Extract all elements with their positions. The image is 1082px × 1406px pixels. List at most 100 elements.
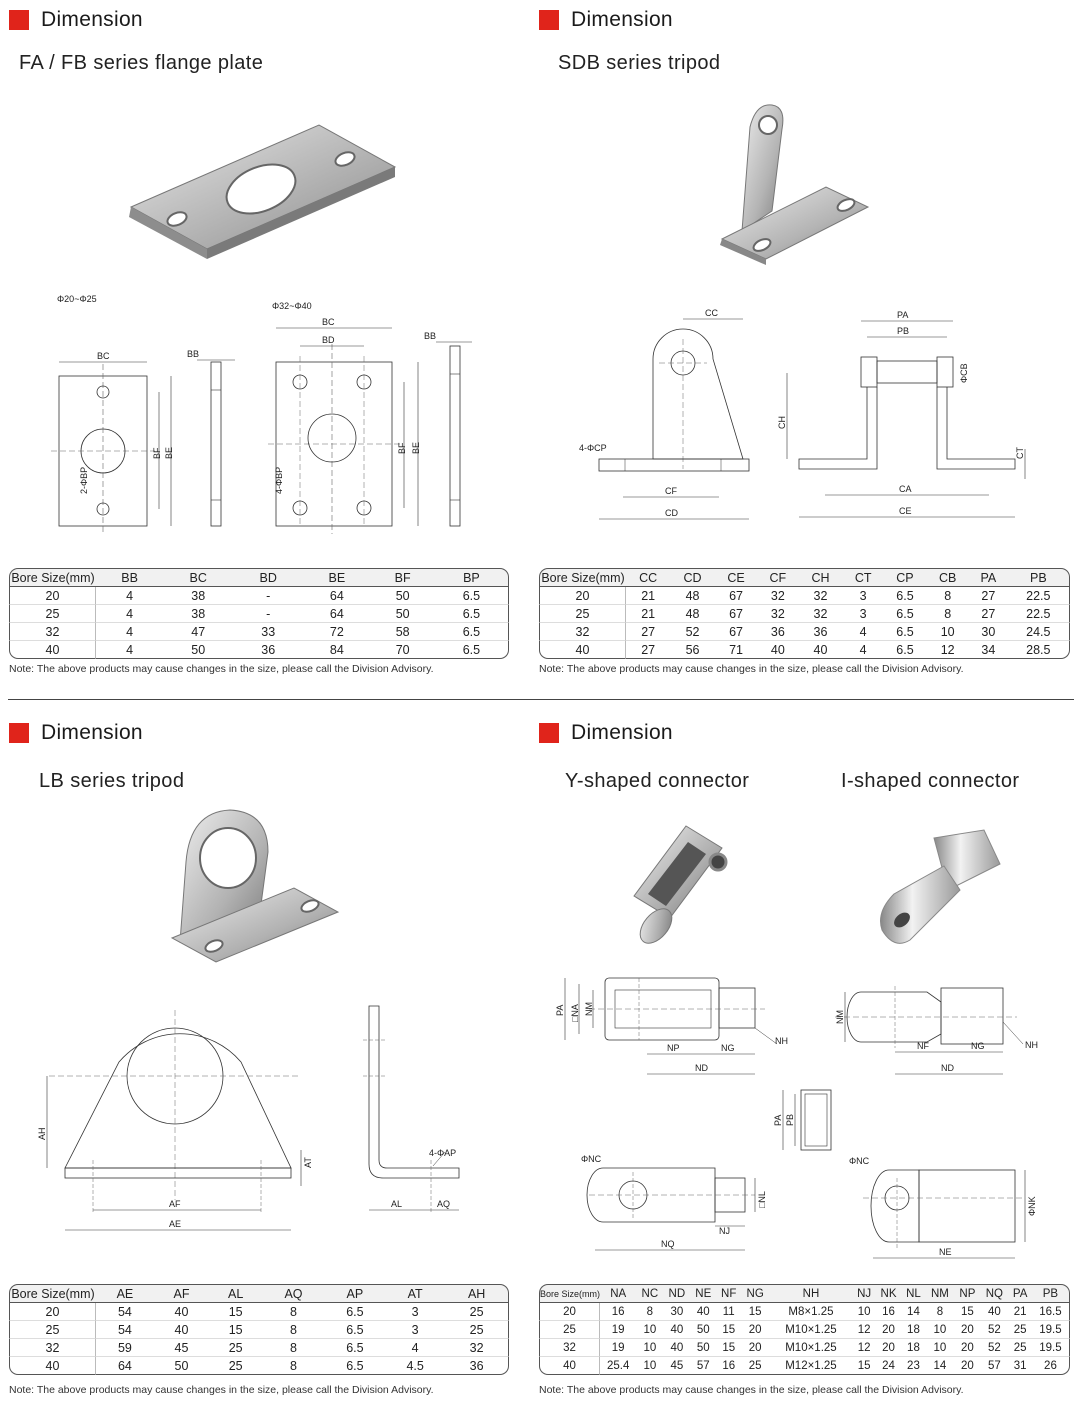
i-connector-drawing-top: NM NF NG NH ND bbox=[835, 986, 1038, 1075]
table-cell: 14 bbox=[901, 1303, 926, 1321]
table-cell: 22.5 bbox=[1007, 587, 1070, 605]
table-cell: 50 bbox=[370, 605, 435, 623]
table-cell: 10 bbox=[925, 1339, 955, 1357]
table-header-cell: NK bbox=[875, 1284, 902, 1303]
dim-label-al: AL bbox=[391, 1199, 402, 1209]
dim-label-ce: CE bbox=[899, 506, 912, 516]
table-cell: 8 bbox=[262, 1339, 325, 1357]
table-cell: 25 bbox=[209, 1339, 263, 1357]
table-cell: 32 bbox=[798, 587, 843, 605]
table-cell: 45 bbox=[153, 1339, 210, 1357]
table-cell: 10 bbox=[852, 1303, 876, 1321]
table-cell: 8 bbox=[262, 1357, 325, 1375]
table-cell: 28.5 bbox=[1007, 641, 1070, 659]
table-cell: 70 bbox=[370, 641, 435, 659]
table-cell: 15 bbox=[716, 1339, 742, 1357]
table-cell: 30 bbox=[969, 623, 1008, 641]
section-sdb-tripod: Dimension SDB series tripod CC 4-ΦCP CF … bbox=[539, 8, 1073, 689]
table-cell: 25 bbox=[9, 605, 96, 623]
table-cell: 52 bbox=[980, 1339, 1009, 1357]
table-header-cell: BP bbox=[434, 568, 509, 587]
dim-label-bf-large: BF bbox=[397, 442, 407, 454]
table-cell: 32 bbox=[798, 605, 843, 623]
table-cell: 20 bbox=[954, 1321, 981, 1339]
lb-tripod-drawing-side: 4-ΦAP AL AQ bbox=[363, 1005, 460, 1212]
dim-label-nm-y: NM bbox=[584, 1002, 594, 1016]
table-cell: 25 bbox=[209, 1357, 263, 1375]
table-cell: 30 bbox=[663, 1303, 691, 1321]
table-cell: 25 bbox=[445, 1321, 509, 1339]
table-cell: 12 bbox=[852, 1321, 876, 1339]
table-cell: 8 bbox=[262, 1321, 325, 1339]
table-cell: 3 bbox=[842, 587, 884, 605]
dim-label-pa-pin: PA bbox=[773, 1115, 783, 1126]
heading-marker bbox=[539, 723, 559, 743]
table-cell: 4 bbox=[842, 641, 884, 659]
table-cell: M10×1.25 bbox=[769, 1321, 853, 1339]
table-header-cell: AP bbox=[324, 1284, 386, 1303]
table-cell: 40 bbox=[663, 1321, 691, 1339]
table-cell: 8 bbox=[262, 1303, 325, 1321]
dim-label-bd: BD bbox=[322, 335, 335, 345]
table-cell: 50 bbox=[153, 1357, 210, 1375]
sdb-tripod-drawing-side: CC 4-ΦCP CF CD bbox=[579, 308, 750, 520]
table-cell: 72 bbox=[303, 623, 371, 641]
table-header-cell: AL bbox=[209, 1284, 263, 1303]
table-cell: 4 bbox=[385, 1339, 446, 1357]
table-cell: 6.5 bbox=[883, 587, 927, 605]
table-cell: 40 bbox=[539, 1357, 601, 1375]
table-cell: 48 bbox=[670, 587, 715, 605]
dim-label-bc: BC bbox=[97, 351, 110, 361]
table-header-cell: AF bbox=[153, 1284, 210, 1303]
table-header-cell: BD bbox=[233, 568, 304, 587]
heading-text: Dimension bbox=[571, 721, 673, 744]
table-cell: 52 bbox=[670, 623, 715, 641]
table-cell: 8 bbox=[926, 587, 969, 605]
table-cell: 23 bbox=[901, 1357, 926, 1375]
table-cell: 8 bbox=[926, 605, 969, 623]
table-cell: 67 bbox=[714, 587, 758, 605]
table-header-cell: PA bbox=[1008, 1284, 1032, 1303]
table-cell: 25 bbox=[1008, 1339, 1032, 1357]
table-header-cell: AQ bbox=[262, 1284, 325, 1303]
table-cell: 50 bbox=[370, 587, 435, 605]
dim-label-nk: ΦNK bbox=[1027, 1196, 1037, 1216]
dim-label-ne: NE bbox=[939, 1247, 952, 1257]
table-cell: 32 bbox=[539, 623, 626, 641]
table-header-cell: AE bbox=[96, 1284, 154, 1303]
heading-marker bbox=[9, 723, 29, 743]
table-cell: 38 bbox=[163, 587, 234, 605]
table-cell: 36 bbox=[233, 641, 304, 659]
advisory-note: Note: The above products may cause chang… bbox=[9, 663, 434, 675]
table-cell: 27 bbox=[626, 623, 671, 641]
table-cell: 6.5 bbox=[883, 605, 927, 623]
table-cell: 15 bbox=[741, 1303, 770, 1321]
table-cell: 3 bbox=[385, 1321, 446, 1339]
table-cell: 6.5 bbox=[434, 623, 509, 641]
heading-text: Dimension bbox=[41, 721, 143, 744]
i-connector-photo bbox=[880, 829, 1001, 944]
table-header-cell: CE bbox=[714, 568, 758, 587]
table-cell: 10 bbox=[636, 1321, 664, 1339]
table-header-cell: CB bbox=[926, 568, 969, 587]
dim-label-pb: PB bbox=[897, 326, 909, 336]
table-cell: 64 bbox=[96, 1357, 154, 1375]
table-cell: 32 bbox=[9, 1339, 96, 1357]
table-cell: 27 bbox=[626, 641, 671, 659]
table-cell: 8 bbox=[925, 1303, 955, 1321]
table-cell: 6.5 bbox=[883, 623, 927, 641]
pin-drawing: PA PB bbox=[773, 1089, 832, 1151]
table-cell: 25 bbox=[741, 1357, 770, 1375]
table-cell: 22.5 bbox=[1007, 605, 1070, 623]
table-cell: 15 bbox=[852, 1357, 876, 1375]
product-title: SDB series tripod bbox=[558, 52, 721, 74]
section-heading: Dimension bbox=[9, 721, 143, 744]
